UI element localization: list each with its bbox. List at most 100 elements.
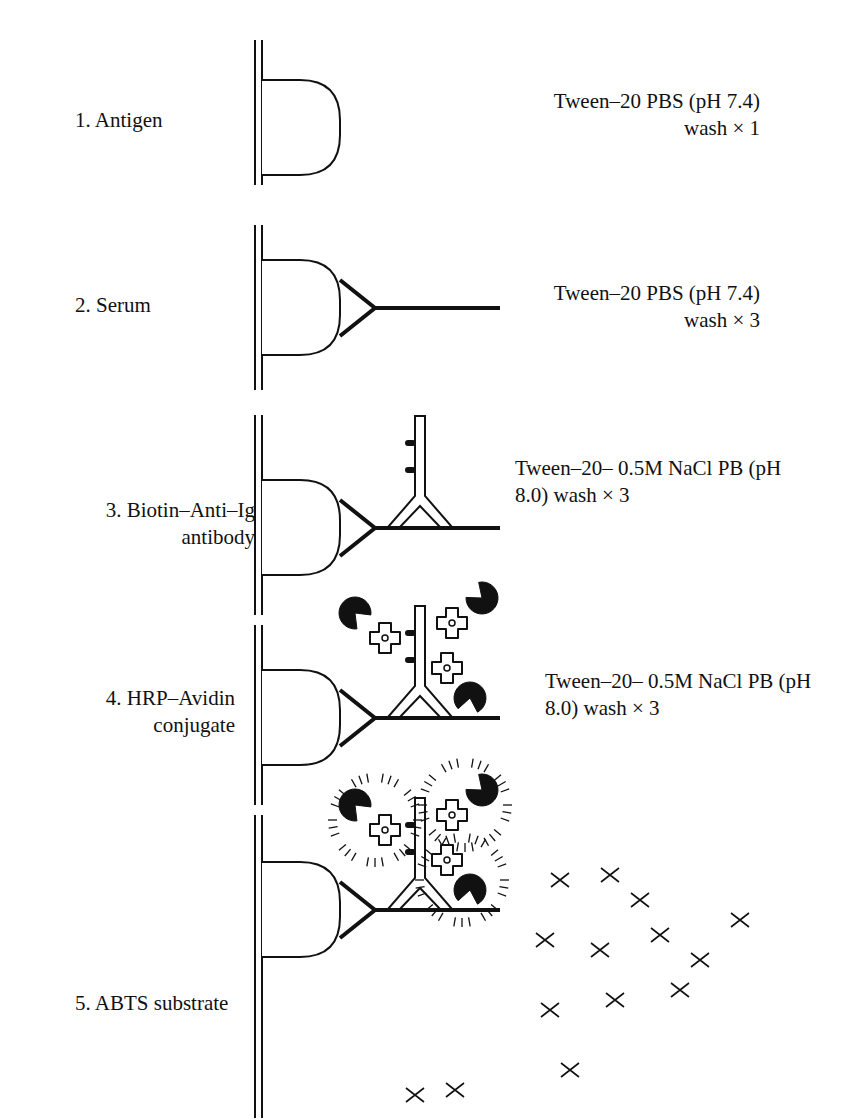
color-glow (435, 834, 441, 841)
color-glow (457, 842, 459, 851)
label-holder: Tween–20– 0.5M NaCl PB (pH 8.0) wash × 3 (515, 455, 785, 509)
avidin-molecule (444, 857, 450, 863)
color-glow (501, 789, 509, 792)
color-glow (503, 804, 512, 805)
label-holder: Tween–20 PBS (pH 7.4) wash × 3 (520, 280, 760, 334)
color-glow (421, 857, 429, 862)
color-glow (394, 779, 399, 787)
color-glow (399, 849, 405, 856)
step-label: 2. Serum (75, 292, 255, 319)
color-glow (411, 833, 419, 836)
hrp-enzyme (466, 582, 498, 614)
avidin-molecule (437, 800, 467, 830)
biotin-mark (405, 440, 416, 446)
hrp-enzyme (466, 774, 498, 806)
hrp-enzyme (454, 874, 486, 904)
product-mark (606, 993, 624, 1007)
color-glow (432, 909, 438, 916)
color-glow (478, 761, 481, 769)
hrp-enzyme (339, 789, 371, 821)
color-glow (352, 853, 357, 861)
color-glow (382, 857, 384, 866)
color-glow (491, 850, 498, 856)
color-glow (412, 827, 421, 829)
color-glow (501, 818, 509, 821)
plate-wall (254, 815, 256, 1118)
wash-note: Tween–20– 0.5M NaCl PB (pH 8.0) wash × 3 (545, 668, 815, 722)
color-glow (345, 849, 351, 856)
color-glow (411, 804, 419, 807)
hrp-enzyme (454, 682, 486, 712)
product-mark (691, 953, 709, 967)
color-glow (499, 887, 508, 889)
color-glow (415, 879, 424, 880)
antigen-shape (262, 862, 340, 957)
color-glow (404, 844, 411, 850)
step-label: 5. ABTS substrate (75, 990, 275, 1017)
plate-wall (261, 815, 263, 1118)
color-glow (475, 836, 478, 844)
serum-antibody (340, 690, 375, 746)
avidin-molecule (437, 608, 467, 638)
label-holder: Tween–20– 0.5M NaCl PB (pH 8.0) wash × 3 (545, 668, 815, 722)
color-glow (469, 834, 471, 843)
color-glow (416, 887, 425, 889)
color-glow (454, 917, 456, 926)
color-glow (439, 913, 444, 921)
color-glow (421, 789, 429, 792)
wash-note: Tween–20 PBS (pH 7.4) wash × 3 (520, 280, 760, 334)
color-glow (449, 761, 452, 769)
color-glow (352, 779, 357, 787)
label-holder: 2. Serum (75, 292, 255, 319)
antigen-shape (262, 670, 340, 765)
color-glow (408, 797, 416, 802)
anti-ig-antibody (388, 416, 452, 527)
color-glow (374, 858, 375, 867)
product-mark (541, 1003, 559, 1017)
color-glow (404, 790, 411, 796)
avidin-molecule (370, 815, 400, 845)
color-glow (446, 836, 449, 844)
product-mark (561, 1063, 579, 1077)
color-glow (461, 918, 462, 927)
avidin-molecule (432, 653, 462, 683)
color-glow (331, 804, 339, 807)
color-glow (454, 834, 456, 843)
color-glow (489, 834, 495, 841)
color-glow (418, 893, 426, 896)
plate-wall (254, 625, 256, 805)
biotin-mark (405, 657, 416, 663)
color-glow (500, 879, 509, 880)
plate-wall (254, 40, 256, 185)
color-glow (367, 774, 369, 783)
label-holder: Tween–20 PBS (pH 7.4) wash × 1 (520, 88, 760, 142)
avidin-molecule (382, 635, 388, 641)
color-glow (464, 843, 465, 852)
antigen-shape (262, 480, 340, 575)
color-glow (494, 829, 501, 835)
color-glow (495, 857, 503, 862)
color-glow (486, 909, 492, 916)
color-glow (424, 782, 432, 787)
color-glow (329, 827, 338, 829)
label-holder: 1. Antigen (75, 107, 255, 134)
product-mark (601, 868, 619, 882)
serum-antibody (340, 280, 375, 336)
color-glow (498, 782, 506, 787)
color-glow (331, 833, 339, 836)
color-glow (421, 818, 429, 821)
color-glow (339, 844, 346, 850)
color-glow (481, 913, 486, 921)
color-glow (469, 917, 471, 926)
color-glow (359, 776, 362, 784)
label-holder: 5. ABTS substrate (75, 990, 275, 1017)
product-mark (446, 1083, 464, 1097)
avidin-molecule (449, 620, 455, 626)
label-holder: 4. HRP–Avidin conjugate (75, 685, 235, 739)
avidin-molecule (370, 623, 400, 653)
product-mark (731, 913, 749, 927)
color-glow (494, 775, 501, 781)
color-glow (419, 812, 428, 814)
color-glow (418, 804, 427, 805)
